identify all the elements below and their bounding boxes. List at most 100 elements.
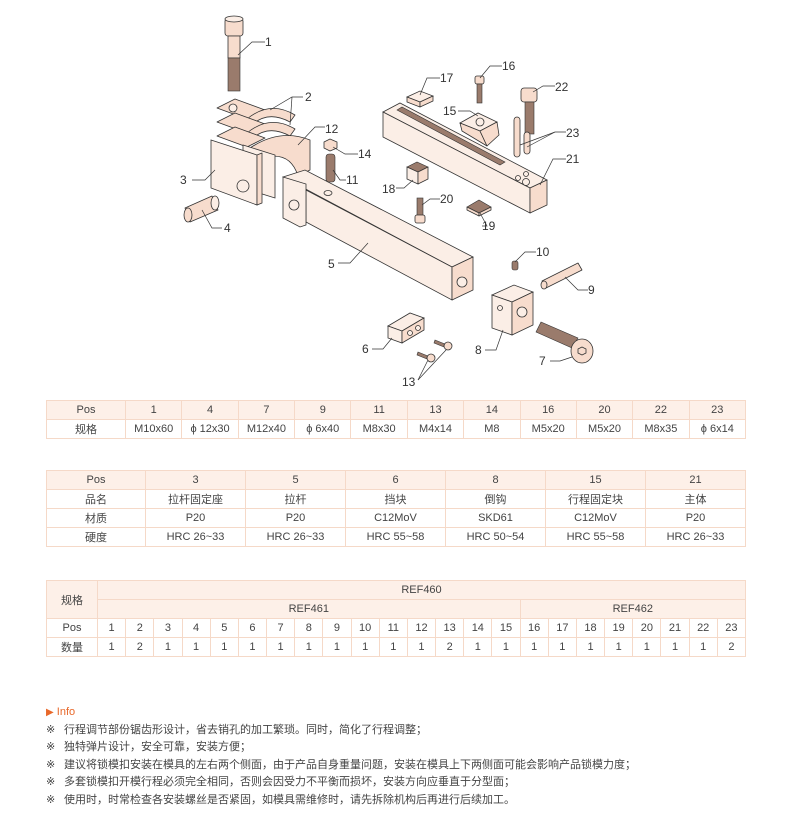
spec-cell: M10x60 <box>124 419 183 439</box>
callout-23: 23 <box>566 126 580 140</box>
qty-cell: 1 <box>266 637 296 657</box>
material-table-hardness-row: 硬度 HRC 26~33 HRC 26~33 HRC 55~58 HRC 50~… <box>46 527 746 547</box>
callout-14: 14 <box>358 147 372 161</box>
part-21-main-body <box>382 102 548 214</box>
info-title: Info <box>56 706 76 718</box>
callout-10: 10 <box>536 245 550 259</box>
material-cell: P20 <box>645 508 746 528</box>
info-text: 多套锁模扣开模行程必须完全相同，否则会因受力不平衡而损坏，安装方向应垂直于分型面… <box>64 776 515 788</box>
part-15-stroke-block <box>459 112 500 147</box>
qty-cell: 1 <box>350 637 380 657</box>
callout-7: 7 <box>539 354 546 368</box>
pos-cell: 15 <box>491 618 521 638</box>
callout-20: 20 <box>440 192 454 206</box>
row-label: 规格 <box>46 419 126 439</box>
pos-cell: 10 <box>350 618 380 638</box>
bullet-mark: ※ <box>46 758 56 771</box>
qty-cell: 1 <box>632 637 662 657</box>
part-10-set-screw <box>511 260 519 271</box>
pos-cell: 7 <box>237 400 296 420</box>
spec-cell: M12x40 <box>237 419 296 439</box>
qty-cell: 1 <box>660 637 690 657</box>
spec-cell: M8x35 <box>632 419 690 439</box>
pos-cell: 22 <box>688 618 718 638</box>
info-list: ※行程调节部份锯齿形设计，省去销孔的加工繁琐。同时，简化了行程调整；※独特弹片设… <box>46 722 636 810</box>
spec-table-pos-row: Pos 1 4 7 9 11 13 14 16 20 22 23 <box>46 400 747 420</box>
pos-cell: 9 <box>322 618 352 638</box>
qty-cell: 1 <box>406 637 437 657</box>
spec-table: Pos 1 4 7 9 11 13 14 16 20 22 23 规格 M10x… <box>46 400 747 439</box>
qty-cell: 1 <box>491 637 521 657</box>
qty-cell: 2 <box>125 637 155 657</box>
material-cell: C12MoV <box>345 508 446 528</box>
pos-cell: 22 <box>632 400 690 420</box>
pos-cell: 17 <box>547 618 577 638</box>
callout-18: 18 <box>382 182 396 196</box>
pos-cell: 3 <box>145 470 246 490</box>
pos-cell: 11 <box>378 618 408 638</box>
hardness-cell: HRC 26~33 <box>145 527 246 547</box>
ref-b: REF462 <box>519 599 747 619</box>
callout-22: 22 <box>555 80 569 94</box>
callout-9: 9 <box>588 283 595 297</box>
callout-8: 8 <box>475 343 482 357</box>
spec-label: 规格 <box>46 580 98 619</box>
spec-cell: ϕ 12x30 <box>181 419 239 439</box>
part-19-plate <box>466 199 492 217</box>
hardness-cell: HRC 50~54 <box>445 527 546 547</box>
callout-1: 1 <box>265 35 272 49</box>
part-17-block <box>405 90 435 108</box>
pos-cell: 4 <box>181 400 239 420</box>
part-4-pin <box>183 195 220 223</box>
bullet-mark: ※ <box>46 793 56 806</box>
qty-cell: 1 <box>96 637 127 657</box>
part-20-screw <box>414 197 426 224</box>
pos-cell: 1 <box>96 618 127 638</box>
callout-15: 15 <box>443 104 457 118</box>
part-22-bolt <box>520 87 538 135</box>
row-label: 数量 <box>46 637 98 657</box>
material-table-name-row: 品名 拉杆固定座 拉杆 挡块 倒钩 行程固定块 主体 <box>46 489 746 509</box>
row-label: Pos <box>46 618 98 638</box>
pos-cell: 13 <box>435 618 465 638</box>
pos-cell: 6 <box>237 618 268 638</box>
quantity-table-ref-row: 规格 REF460 <box>46 580 746 619</box>
pos-cell: 13 <box>406 400 465 420</box>
material-cell: C12MoV <box>545 508 646 528</box>
info-item: ※使用时，时常检查各安装螺丝是否紧固，如模具需维修时，请先拆除机构后再进行后续加… <box>46 792 636 810</box>
info-item: ※ 建议将锁模扣安装在模具的左右两个侧面，由于产品自身重量问题，安装在模具上下两侧… <box>46 757 636 775</box>
pos-cell: 8 <box>294 618 324 638</box>
qty-cell: 1 <box>575 637 606 657</box>
spec-cell: M4x14 <box>406 419 465 439</box>
pos-cell: 1 <box>124 400 183 420</box>
pos-cell: 2 <box>125 618 155 638</box>
name-cell: 拉杆固定座 <box>145 489 246 509</box>
pos-cell: 5 <box>245 470 346 490</box>
part-23-dowel-pins <box>513 116 531 158</box>
pos-cell: 12 <box>406 618 437 638</box>
material-cell: P20 <box>245 508 346 528</box>
spec-cell: M5x20 <box>519 419 577 439</box>
row-label: Pos <box>46 400 126 420</box>
pos-cell: 8 <box>445 470 546 490</box>
callout-2: 2 <box>305 90 312 104</box>
info-text: 建议将锁模扣安装在模具的左右两个侧面，由于产品自身重量问题，安装在模具上下两侧面… <box>64 758 636 771</box>
qty-cell: 1 <box>294 637 324 657</box>
triangle-icon: ▶ <box>46 707 54 718</box>
pos-cell: 20 <box>632 618 662 638</box>
bullet-mark: ※ <box>46 723 56 736</box>
spec-cell: ϕ 6x40 <box>294 419 352 439</box>
part-5-pull-rod <box>281 169 474 301</box>
row-label: 材质 <box>46 508 146 528</box>
name-cell: 主体 <box>645 489 746 509</box>
qty-cell: 1 <box>604 637 634 657</box>
qty-cell: 1 <box>153 637 183 657</box>
part-16-screw <box>474 75 485 104</box>
pos-cell: 23 <box>716 618 747 638</box>
callout-6: 6 <box>362 342 369 356</box>
hardness-cell: HRC 26~33 <box>645 527 746 547</box>
callout-16: 16 <box>502 59 516 73</box>
part-9-pin <box>540 262 583 290</box>
